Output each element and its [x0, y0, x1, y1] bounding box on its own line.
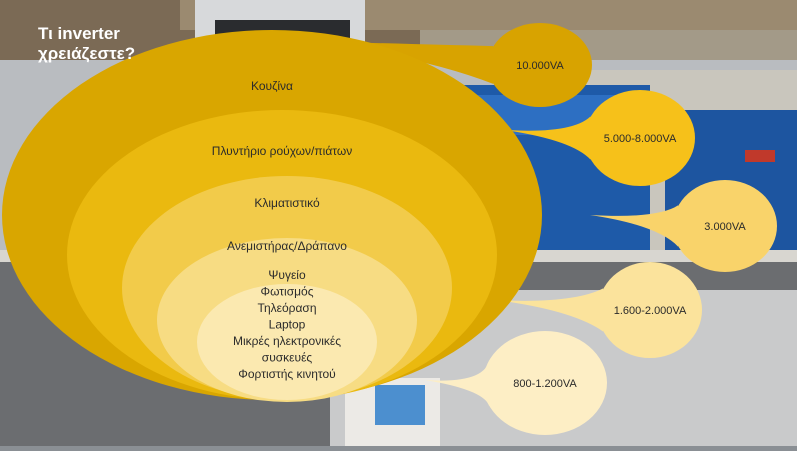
power-bubble-3 — [673, 180, 777, 272]
bubble-pointer-5 — [425, 359, 490, 407]
inner-item-5: Μικρές ηλεκτρονικές — [233, 334, 341, 348]
power-bubble-1 — [488, 23, 592, 107]
power-bubble-2 — [585, 90, 695, 186]
slide-title: Τι inverter χρειάζεστε? — [38, 24, 135, 64]
title-line-1: Τι inverter — [38, 24, 120, 43]
power-bubbles: 10.000VA 5.000-8.000VA 3.000VA 1.600-2.000V… — [483, 23, 777, 435]
bubble-pointer-4 — [495, 288, 604, 332]
level-label-3: Κλιματιστικό — [254, 196, 320, 210]
inner-item-4: Laptop — [269, 318, 306, 332]
level-label-2: Πλυντήριο ρούχων/πιάτων — [212, 144, 352, 158]
ellipse-level-5 — [197, 284, 377, 400]
level-label-4: Ανεμιστήρας/Δράπανο — [227, 239, 347, 253]
inner-item-3: Τηλεόραση — [258, 301, 317, 315]
bubble-pointers — [270, 40, 679, 407]
power-bubble-5 — [483, 331, 607, 435]
bubble-pointer-2 — [505, 116, 591, 160]
inner-item-7: Φορτιστής κινητού — [238, 367, 335, 381]
power-label-1: 10.000VA — [516, 60, 564, 72]
inner-item-1: Ψυγείο — [268, 268, 306, 282]
level-label-1: Κουζίνα — [251, 79, 293, 93]
power-label-4: 1.600-2.000VA — [614, 305, 687, 317]
bubble-pointer-1 — [270, 40, 494, 84]
power-label-5: 800-1.200VA — [513, 378, 577, 390]
nested-ellipses — [2, 30, 542, 402]
bubble-pointer-3 — [590, 205, 679, 247]
inner-item-6: συσκευές — [262, 351, 313, 365]
power-bubble-4 — [598, 262, 702, 358]
power-label-3: 3.000VA — [704, 221, 746, 233]
power-label-2: 5.000-8.000VA — [604, 133, 677, 145]
inner-item-2: Φωτισμός — [261, 285, 314, 299]
title-line-2: χρειάζεστε? — [38, 44, 136, 63]
